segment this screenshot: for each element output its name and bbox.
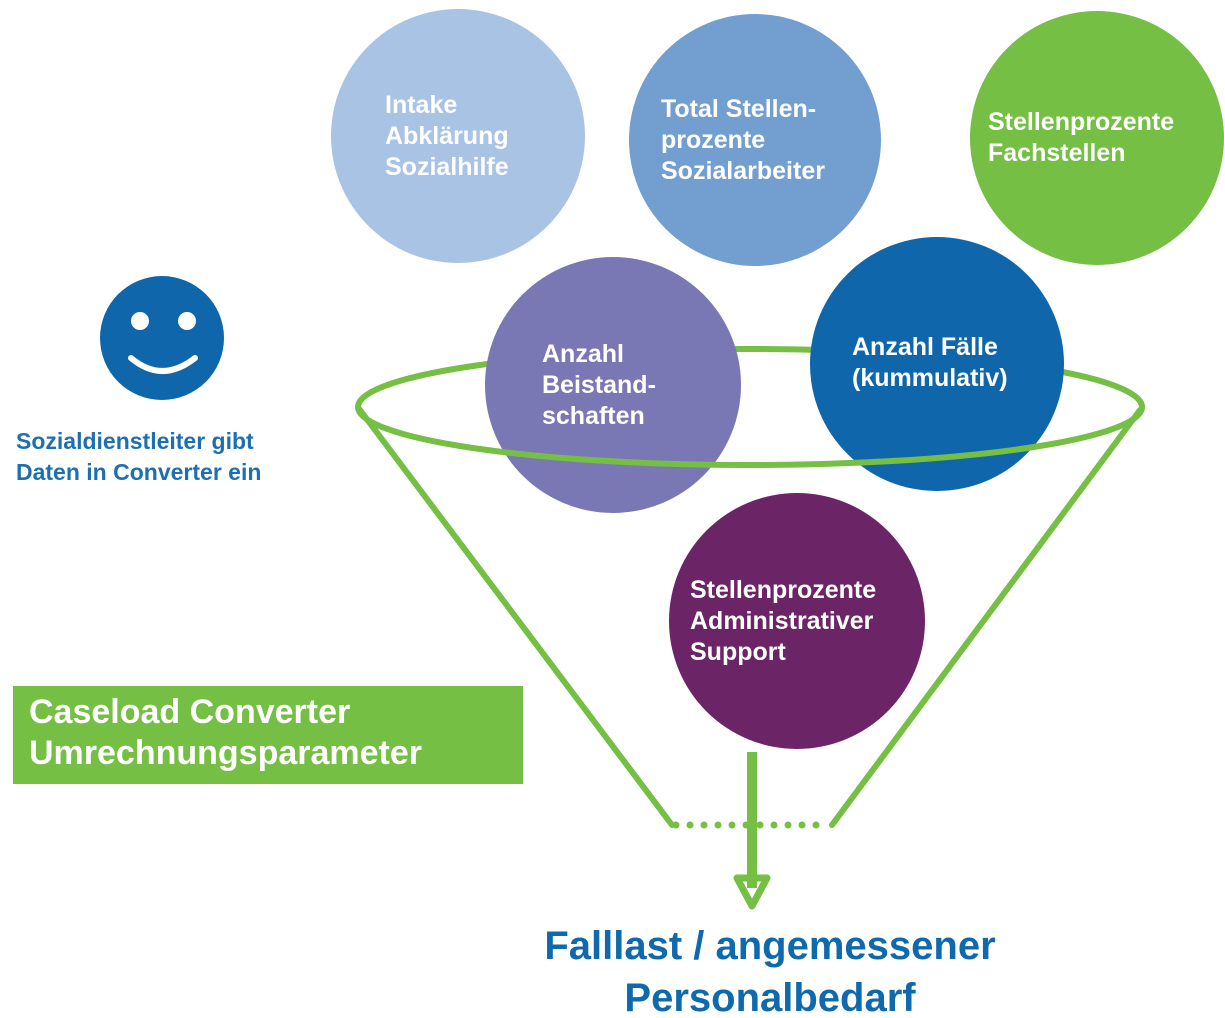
result-line-1: Falllast / angemessener: [544, 924, 996, 968]
bubble-total-line-3: Sozialarbeiter: [661, 156, 825, 185]
funnel-rim-back: [355, 346, 1145, 410]
label-box-line-1: Caseload Converter: [29, 693, 351, 731]
user-caption-line-2: Daten in Converter ein: [16, 459, 262, 485]
bubble-beistand-line-3: schaften: [542, 401, 645, 430]
bubble-admin-line-3: Support: [690, 637, 786, 666]
label-box-line-2: Umrechnungsparameter: [29, 734, 423, 772]
bubble-beistand-line-2: Beistand-: [542, 370, 656, 399]
funnel-wall-right: [829, 407, 1143, 828]
bubble-intake-line-3: Sozialhilfe: [385, 152, 509, 181]
bubble-beistandschaften: Anzahl Beistand- schaften: [485, 257, 741, 513]
bubble-fachstellen-line-1: Stellenprozente: [988, 108, 1175, 136]
smiley-face-icon: [100, 276, 224, 400]
bubble-total-stellenprozente: Total Stellen- prozente Sozialarbeiter: [629, 14, 881, 266]
bubble-faelle-line-1: Anzahl Fälle: [852, 333, 998, 361]
bubble-total-line-2: prozente: [661, 125, 766, 154]
bubble-beistand-line-1: Anzahl: [542, 339, 624, 368]
result-line-2: Personalbedarf: [624, 976, 916, 1018]
user-caption-line-1: Sozialdienstleiter gibt: [16, 428, 254, 454]
bubble-admin-line-1: Stellenprozente: [690, 575, 877, 604]
bubble-anzahl-faelle: Anzahl Fälle (kummulativ): [810, 237, 1064, 491]
bubble-intake-line-1: Intake: [385, 90, 458, 119]
bubble-fachstellen: Stellenprozente Fachstellen: [970, 11, 1224, 265]
funnel-wall-left: [357, 407, 675, 828]
bubble-fachstellen-line-2: Fachstellen: [988, 139, 1126, 167]
bubble-administrativer-support: Stellenprozente Administrativer Support: [669, 493, 925, 749]
bubble-intake-line-2: Abklärung: [385, 121, 509, 150]
bubble-intake: Intake Abklärung Sozialhilfe: [331, 9, 585, 263]
bubble-admin-line-2: Administrativer: [690, 606, 874, 635]
user-caption: Sozialdienstleiter gibt Daten in Convert…: [16, 426, 261, 488]
result-text: Falllast / angemessener Personalbedarf: [460, 920, 1080, 1018]
bubble-faelle-line-2: (kummulativ): [852, 364, 1008, 392]
output-arrow-head: [733, 874, 771, 910]
bubble-total-line-1: Total Stellen-: [661, 94, 817, 123]
caseload-converter-label: Caseload Converter Umrechnungsparameter: [13, 686, 523, 784]
